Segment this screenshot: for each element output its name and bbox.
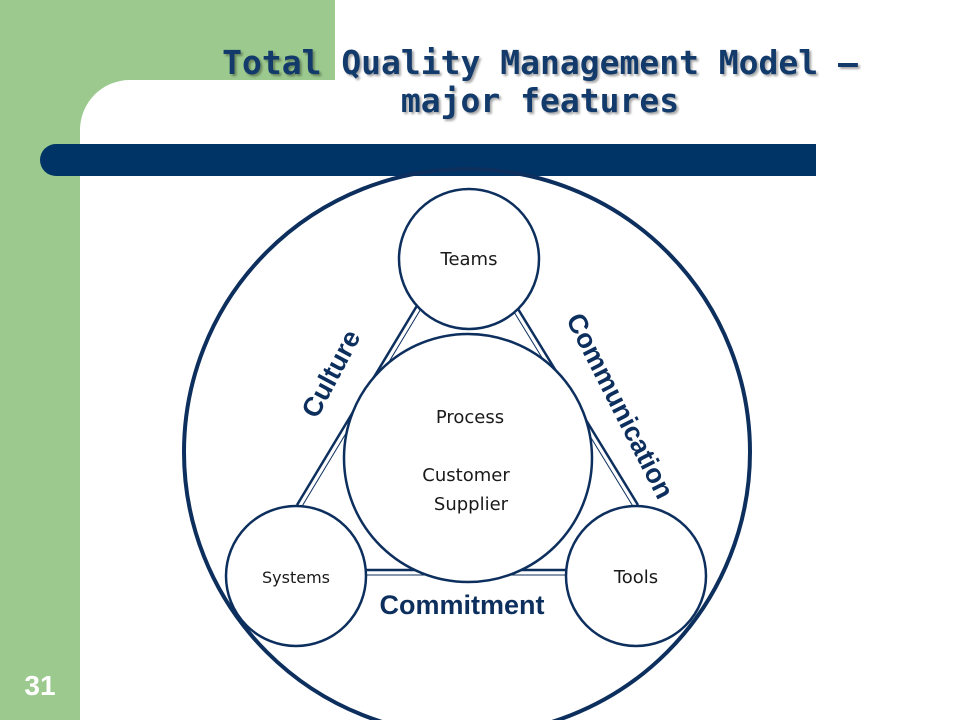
systems-node-circle bbox=[224, 504, 368, 648]
teams-node-circle bbox=[397, 187, 541, 331]
slide-title-line-2: major features bbox=[400, 81, 680, 120]
tools-node-label: Tools bbox=[613, 567, 658, 588]
center-label-customer: Customer bbox=[422, 465, 510, 486]
slide-title-line-1: Total Quality Management Model – bbox=[222, 43, 858, 82]
top-accent-band bbox=[80, 0, 335, 80]
slide-number: 31 bbox=[24, 670, 56, 701]
teams-node-label: Teams bbox=[440, 249, 498, 270]
center-label-process: Process bbox=[436, 407, 504, 428]
systems-node-label: Systems bbox=[262, 568, 330, 587]
left-accent-band bbox=[0, 0, 80, 720]
accent-corner-curve bbox=[80, 80, 130, 130]
tools-node-circle bbox=[564, 504, 708, 648]
center-circle bbox=[342, 332, 594, 584]
center-label-supplier: Supplier bbox=[434, 494, 509, 515]
slide-title: Total Quality Management Model – major f… bbox=[150, 44, 930, 120]
commitment-edge-label: Commitment bbox=[379, 590, 544, 620]
outer-circle bbox=[182, 167, 752, 720]
